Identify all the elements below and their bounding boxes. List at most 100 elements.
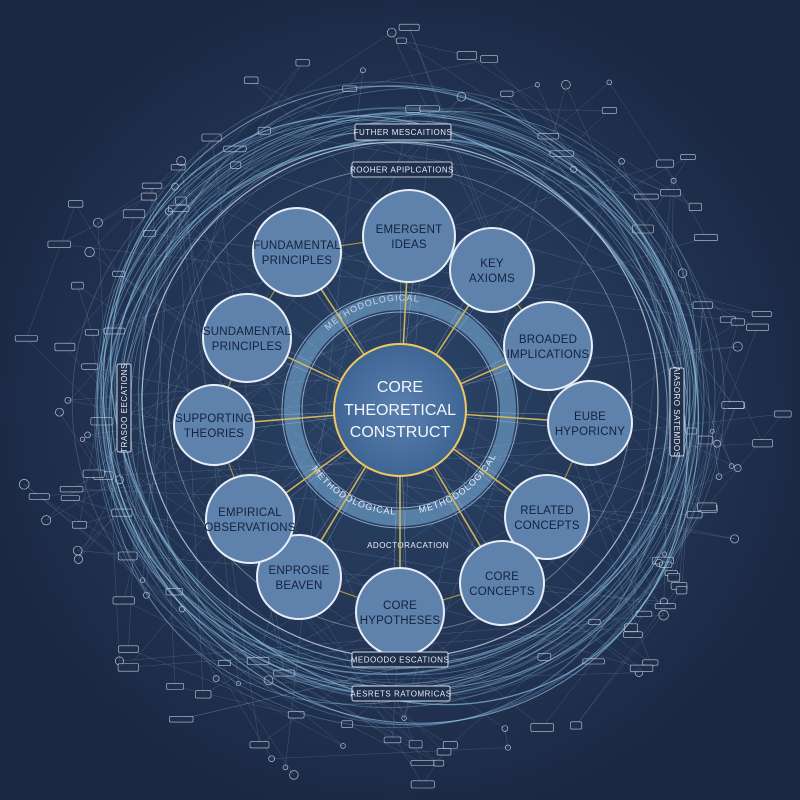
network-tag [480,55,499,63]
spoke-ray [320,288,368,360]
core-node[interactable]: CORE THEORETICAL CONSTRUCT [333,343,467,477]
network-tag [688,202,702,211]
node-fundamental-principles[interactable]: FUNDAMENTAL PRINCIPLES [252,207,342,297]
ring-label-left-text: TRASOO EECATIONS [120,363,129,453]
network-tag [175,196,188,205]
network-tag [667,572,681,582]
node-label-line-2: CONCEPTS [514,520,580,532]
spoke-ray [432,304,470,361]
node-label-line-1: SUPPORTING [175,413,253,425]
network-tag [774,410,792,418]
network-tag [117,551,138,561]
spoke-ray [448,445,514,493]
spoke-ray [432,460,487,544]
network-node [618,158,625,165]
network-node [658,610,669,621]
ring-label-bottom-outer-text: AESRETS RATOMRICAS [350,690,451,699]
network-tag [642,659,659,666]
network-tag [122,209,146,219]
node-circle [504,474,590,560]
network-link [401,40,467,56]
network-tag [436,748,452,756]
network-tag [81,363,99,370]
spoke-ray [393,469,398,569]
node-label-line-2: BEAVEN [275,580,322,592]
node-label-line-2: AXIOMS [469,273,515,285]
network-node [561,80,571,90]
network-tag [244,76,259,85]
network-link [663,180,674,602]
node-label-line-1: ENPROSIE [268,565,329,577]
network-node [18,479,30,490]
network-link [349,58,490,89]
network-link [422,751,445,785]
network-node [501,725,509,732]
network-node [235,680,242,687]
network-tag [654,603,676,610]
network-node [730,534,740,544]
node-circle [449,227,535,313]
network-tag [117,663,139,672]
ring-label-bottom-inner-text: MEDOODO ESCATIONS [351,656,450,665]
network-tag [530,723,554,732]
network-link [146,211,170,596]
network-link [712,431,720,477]
network-tag [230,161,242,169]
network-tag [54,342,76,352]
network-link [82,439,272,759]
network-link [203,430,692,695]
network-node [64,396,72,404]
network-tag [419,105,440,112]
network-tag [675,586,688,595]
network-node [84,431,91,439]
network-tag [14,335,38,342]
ring-label-top-outer: FUTHER MESCAITIONS [354,123,452,141]
network-tag [433,759,445,767]
core-label-line-3: CONSTRUCT [350,424,451,441]
network-tag [82,469,105,478]
network-link [24,484,183,610]
spoke-ray [325,462,372,545]
network-link [151,185,176,687]
network-tag [395,37,407,44]
network-node [606,79,613,86]
node-label-line-2: PRINCIPLES [262,255,333,267]
node-label-line-1: FUNDAMENTAL [253,240,341,252]
network-link [575,590,682,726]
network-tag [201,133,222,142]
spoke-line [402,281,408,345]
network-tag [601,107,617,114]
spoke-line [253,414,335,423]
network-link [347,724,423,764]
network-tag [341,720,354,728]
network-link [123,148,236,601]
node-circle [173,384,255,466]
network-tag [570,721,583,730]
orbit-ring [96,113,705,709]
spoke-ray [288,447,354,499]
node-enprosie-beaven[interactable]: ENPROSIE BEAVEN [256,534,342,620]
network-link [238,672,639,684]
network-tag [634,193,659,200]
network-tag [693,234,718,241]
network-link [26,203,76,339]
network-link [271,747,508,759]
spoke-ray [289,351,347,383]
network-tag [195,690,212,699]
spoke-ray [405,282,413,351]
orbit-ring [129,120,671,687]
network-tag [295,59,310,67]
network-tag [90,417,113,426]
